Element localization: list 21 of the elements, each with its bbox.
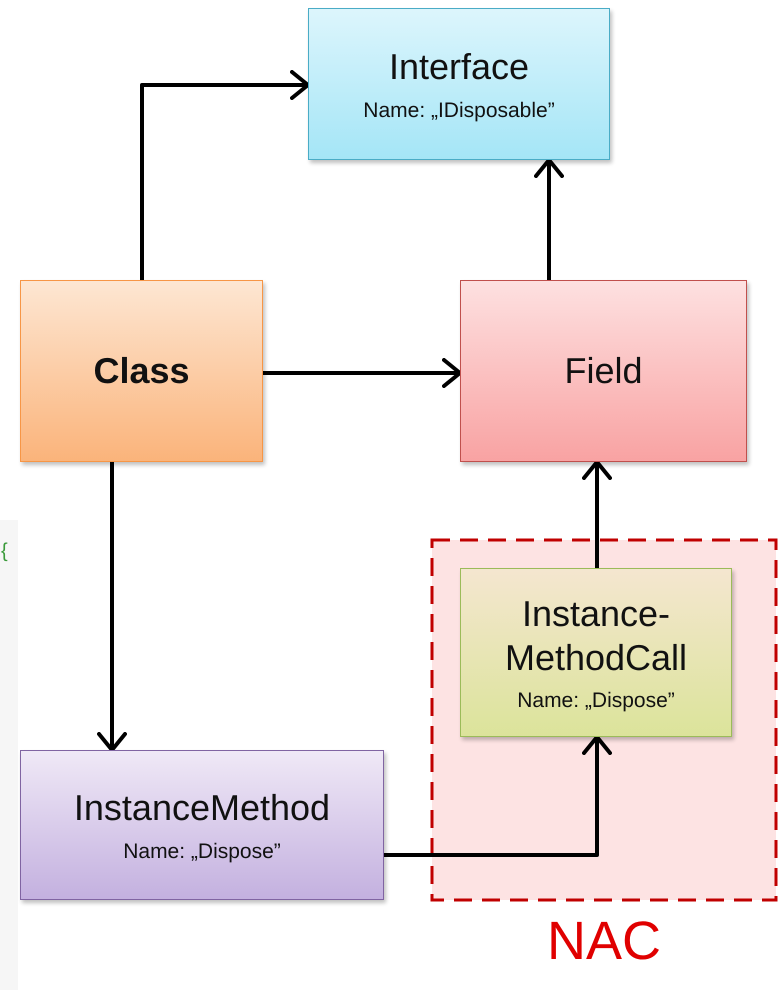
arrow xyxy=(582,460,612,568)
node-name-text: Name: „Dispose” xyxy=(517,688,675,713)
node-name-text: Name: „Dispose” xyxy=(123,840,281,864)
node-name-text: Name: „IDisposable” xyxy=(363,98,555,123)
entity-box xyxy=(460,568,732,737)
entity-box xyxy=(460,280,747,462)
region-label: NAC xyxy=(546,910,661,972)
node-title: Interface xyxy=(388,45,530,89)
code-brace: { xyxy=(1,540,8,563)
node-title: Field xyxy=(564,349,643,393)
arrow xyxy=(263,358,462,388)
entity-box xyxy=(308,8,610,160)
arrow xyxy=(97,462,127,752)
arrow xyxy=(140,70,310,280)
entity-box xyxy=(20,280,263,462)
entity-box xyxy=(20,750,384,900)
node-title: Instance- MethodCall xyxy=(504,592,688,679)
node-title: Class xyxy=(93,349,190,393)
arrow xyxy=(384,735,612,857)
arrow xyxy=(534,158,564,280)
node-title: InstanceMethod xyxy=(74,786,330,830)
